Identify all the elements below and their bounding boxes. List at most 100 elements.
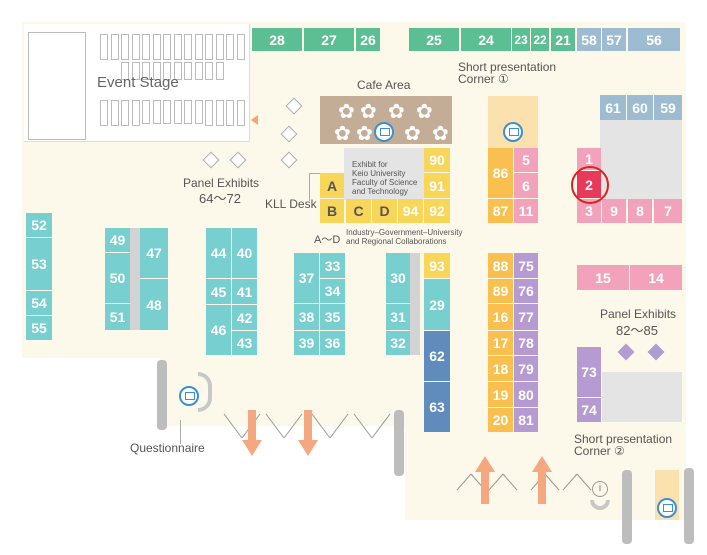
booth-73[interactable]: 73	[577, 347, 601, 397]
stage-seat	[226, 34, 234, 60]
booth-8[interactable]: 8	[628, 199, 652, 223]
stage-seat	[100, 100, 108, 126]
stage-seat	[215, 62, 224, 80]
booth-74[interactable]: 74	[577, 398, 601, 422]
booth-49[interactable]: 49	[105, 228, 130, 252]
booth-23[interactable]: 23	[512, 28, 530, 51]
booth-91[interactable]: 91	[424, 173, 450, 198]
booth-5[interactable]: 5	[514, 148, 538, 172]
booth-36[interactable]: 36	[320, 331, 345, 355]
short-presentation-1-line1: Short presentation	[458, 60, 557, 74]
booth-86[interactable]: 86	[488, 148, 513, 198]
booth-17[interactable]: 17	[488, 331, 513, 355]
booth-a[interactable]: A	[320, 173, 344, 198]
booth-43[interactable]: 43	[232, 331, 257, 355]
booth-31[interactable]: 31	[386, 304, 410, 330]
stage-seat	[205, 62, 213, 80]
booth-29[interactable]: 29	[424, 279, 450, 330]
booth-47[interactable]: 47	[140, 228, 168, 278]
booth-7[interactable]: 7	[654, 199, 682, 223]
booth-52[interactable]: 52	[26, 213, 52, 237]
booth-48[interactable]: 48	[140, 279, 168, 330]
booth-20[interactable]: 20	[488, 408, 513, 432]
booth-14[interactable]: 14	[630, 265, 682, 290]
presentation-2-screen-icon	[657, 498, 677, 518]
booth-25[interactable]: 25	[409, 28, 459, 51]
booth-19[interactable]: 19	[488, 382, 513, 407]
booth-92[interactable]: 92	[424, 199, 450, 223]
booth-26[interactable]: 26	[356, 28, 380, 51]
booth-15[interactable]: 15	[577, 265, 629, 290]
booth-35[interactable]: 35	[320, 304, 345, 330]
booth-79[interactable]: 79	[514, 356, 538, 381]
booth-50[interactable]: 50	[105, 253, 130, 303]
booth-18[interactable]: 18	[488, 356, 513, 381]
booth-6[interactable]: 6	[514, 173, 538, 198]
booth-42[interactable]: 42	[232, 305, 257, 330]
pillar	[157, 360, 167, 430]
stage-seat	[121, 100, 129, 126]
booth-58[interactable]: 58	[577, 28, 601, 51]
stage-seat	[205, 100, 213, 126]
booth-22[interactable]: 22	[531, 28, 549, 51]
booth-80[interactable]: 80	[514, 382, 538, 407]
booth-9[interactable]: 9	[602, 199, 626, 223]
booth-34[interactable]: 34	[320, 279, 345, 303]
booth-78[interactable]: 78	[514, 331, 538, 355]
booth-93[interactable]: 93	[424, 253, 450, 278]
booth-21[interactable]: 21	[551, 28, 575, 51]
booth-55[interactable]: 55	[26, 316, 52, 340]
booth-33[interactable]: 33	[320, 253, 345, 278]
booth-40[interactable]: 40	[232, 228, 257, 278]
presentation-1-screen-icon	[503, 122, 523, 142]
entrance-arrow-up	[532, 456, 552, 504]
booth-41[interactable]: 41	[232, 279, 257, 304]
booth-77[interactable]: 77	[514, 304, 538, 330]
booth-38[interactable]: 38	[294, 304, 319, 330]
cafe-table: ✿	[356, 123, 373, 145]
booth-63[interactable]: 63	[424, 382, 450, 432]
booth-81[interactable]: 81	[514, 408, 538, 432]
entrance-arrow-up	[475, 456, 495, 504]
stage-platform	[28, 32, 86, 140]
booth-44[interactable]: 44	[206, 228, 231, 278]
booth-54[interactable]: 54	[26, 291, 52, 315]
booth-56[interactable]: 56	[628, 28, 680, 51]
booth-94[interactable]: 94	[398, 199, 423, 223]
booth-59[interactable]: 59	[654, 95, 682, 120]
booth-37[interactable]: 37	[294, 253, 319, 303]
questionnaire-icon	[179, 386, 199, 406]
booth-11[interactable]: 11	[514, 199, 538, 223]
booth-46[interactable]: 46	[206, 305, 231, 355]
booth-c[interactable]: C	[346, 199, 371, 223]
booth-75[interactable]: 75	[514, 253, 538, 278]
booth-90[interactable]: 90	[424, 148, 450, 172]
booth-87[interactable]: 87	[488, 199, 513, 223]
booth-32[interactable]: 32	[386, 331, 410, 355]
booth-1[interactable]: 1	[577, 148, 601, 170]
right-exhibit-area	[600, 120, 682, 200]
booth-30[interactable]: 30	[386, 253, 410, 303]
booth-16[interactable]: 16	[488, 304, 513, 330]
booth-88[interactable]: 88	[488, 253, 513, 278]
booth-60[interactable]: 60	[627, 95, 653, 120]
booth-28[interactable]: 28	[252, 28, 302, 51]
booth-61[interactable]: 61	[600, 95, 626, 120]
booth-89[interactable]: 89	[488, 279, 513, 303]
booth-b[interactable]: B	[320, 199, 344, 223]
booth-d[interactable]: D	[372, 199, 397, 223]
stage-seat	[142, 100, 150, 124]
stage-seat	[142, 62, 150, 80]
booth-51[interactable]: 51	[105, 304, 130, 330]
divider-50	[130, 228, 140, 330]
booth-24[interactable]: 24	[461, 28, 511, 51]
booth-45[interactable]: 45	[206, 279, 231, 304]
booth-53[interactable]: 53	[26, 238, 52, 290]
booth-62[interactable]: 62	[424, 331, 450, 381]
booth-76[interactable]: 76	[514, 279, 538, 303]
stage-seat	[184, 100, 192, 124]
booth-39[interactable]: 39	[294, 331, 319, 355]
booth-27[interactable]: 27	[304, 28, 354, 51]
event-stage-label: Event Stage	[97, 74, 179, 91]
booth-57[interactable]: 57	[602, 28, 626, 51]
